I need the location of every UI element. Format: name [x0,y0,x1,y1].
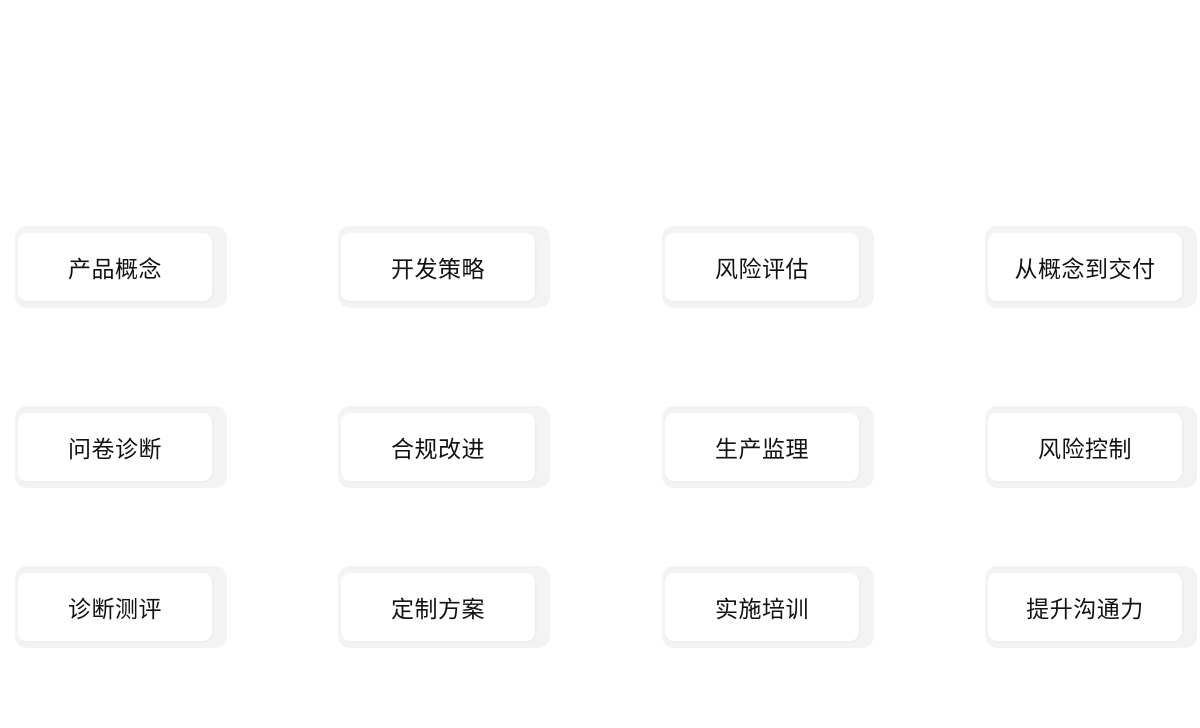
card-frame: 诊断测评 [15,566,227,648]
card-label: 定制方案 [391,597,485,623]
card-risk-control[interactable]: 风险控制 [988,413,1182,481]
card-implementation-training[interactable]: 实施培训 [665,573,859,641]
card-label: 提升沟通力 [1026,597,1144,623]
card-compliance-improvement[interactable]: 合规改进 [341,413,535,481]
card-frame: 开发策略 [338,226,550,308]
card-risk-assessment[interactable]: 风险评估 [665,233,859,301]
card-label: 风险控制 [1038,437,1132,463]
card-label: 风险评估 [715,257,809,283]
card-frame: 产品概念 [15,226,227,308]
card-questionnaire-diagnosis[interactable]: 问卷诊断 [18,413,212,481]
card-frame: 实施培训 [662,566,874,648]
card-label: 实施培训 [715,597,809,623]
card-frame: 问卷诊断 [15,406,227,488]
card-frame: 合规改进 [338,406,550,488]
card-label: 从概念到交付 [1014,257,1156,283]
card-frame: 生产监理 [662,406,874,488]
card-custom-plan[interactable]: 定制方案 [341,573,535,641]
card-frame: 风险控制 [985,406,1197,488]
card-frame: 定制方案 [338,566,550,648]
card-frame: 提升沟通力 [985,566,1197,648]
card-dev-strategy[interactable]: 开发策略 [341,233,535,301]
card-label: 合规改进 [391,437,485,463]
card-label: 产品概念 [68,257,162,283]
card-product-concept[interactable]: 产品概念 [18,233,212,301]
card-improve-communication[interactable]: 提升沟通力 [988,573,1182,641]
card-label: 问卷诊断 [68,437,162,463]
card-diagnostic-evaluation[interactable]: 诊断测评 [18,573,212,641]
card-label: 开发策略 [391,257,485,283]
card-label: 诊断测评 [68,597,162,623]
card-label: 生产监理 [715,437,809,463]
card-production-supervision[interactable]: 生产监理 [665,413,859,481]
card-frame: 风险评估 [662,226,874,308]
card-frame: 从概念到交付 [985,226,1197,308]
card-concept-to-delivery[interactable]: 从概念到交付 [988,233,1182,301]
